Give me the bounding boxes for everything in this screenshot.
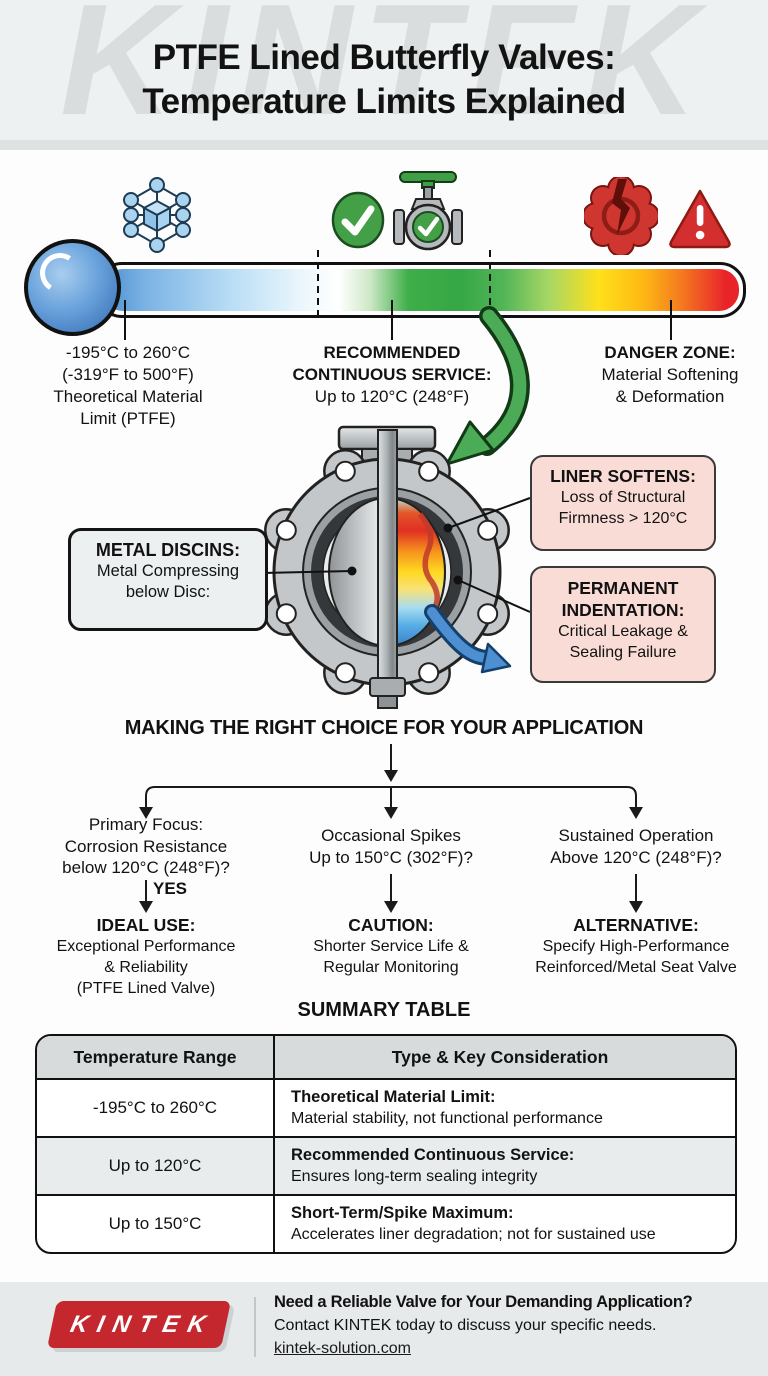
callout-metal-disc: METAL DISCINS: Metal Compressing below D… [68, 528, 268, 631]
answer-caution: CAUTION: Shorter Service Life & Regular … [313, 915, 469, 976]
zone-label-danger: DANGER ZONE: Material Softening & Deform… [601, 343, 739, 406]
valve-check-icon [392, 168, 464, 259]
thermometer-bulb [24, 239, 121, 336]
footer-divider [254, 1297, 256, 1357]
range-cell: -195°C to 260°C [37, 1080, 275, 1136]
kintek-logo: KINTEK [47, 1301, 231, 1348]
header: KINTEK [0, 0, 768, 140]
table-header-row: Temperature Range Type & Key Considerati… [37, 1036, 735, 1078]
table-row-spike: Up to 150°C Short-Term/Spike Maximum: Ac… [37, 1194, 735, 1252]
cracked-seal-icon [582, 175, 660, 260]
answer-alternative: ALTERNATIVE: Specify High-Performance Re… [535, 915, 737, 976]
col-header-type-consideration: Type & Key Consideration [391, 1046, 609, 1067]
temperature-gradient [103, 269, 739, 311]
warning-triangle-icon [667, 187, 733, 256]
blue-arrow [424, 604, 512, 674]
page-title-line2: Temperature Limits Explained [142, 82, 626, 121]
temperature-scale [96, 262, 746, 318]
header-divider [0, 140, 768, 150]
bulb-highlight [36, 249, 84, 297]
footer-contact-line: Contact KINTEK today to discuss your spe… [274, 1317, 657, 1334]
callout-connectors [261, 497, 531, 613]
table-row-recommended: Up to 120°C Recommended Continuous Servi… [37, 1136, 735, 1194]
question-spikes: Occasional Spikes Up to 150°C (302°F)? [309, 826, 473, 867]
type-cell: Short-Term/Spike Maximum: Accelerates li… [291, 1204, 656, 1243]
kintek-watermark: KINTEK [59, 0, 709, 140]
range-cell: Up to 150°C [37, 1196, 275, 1252]
type-cell: Recommended Continuous Service: Ensures … [291, 1146, 575, 1185]
yes-label: YES [153, 879, 188, 898]
kintek-logo-text: KINTEK [68, 1310, 218, 1338]
molecule-icon [115, 171, 199, 260]
zone-label-recommended: RECOMMENDED CONTINUOUS SERVICE: Up to 12… [292, 343, 492, 406]
flowchart-title: MAKING THE RIGHT CHOICE FOR YOUR APPLICA… [124, 717, 644, 739]
zone-label-theoretical: -195°C to 260°C (-319°F to 500°F) Theore… [53, 343, 203, 428]
summary-table-title: SUMMARY TABLE [297, 999, 471, 1021]
answer-ideal-use: IDEAL USE: Exceptional Performance & Rel… [56, 915, 236, 997]
footer-website-link[interactable]: kintek-solution.com [274, 1340, 411, 1357]
summary-table: Temperature Range Type & Key Considerati… [35, 1034, 737, 1254]
page-title-line1: PTFE Lined Butterfly Valves: [152, 38, 616, 77]
callout-dots [347, 523, 463, 585]
footer-text: Need a Reliable Valve for Your Demanding… [274, 1291, 744, 1360]
butterfly-valve-diagram [264, 425, 510, 709]
check-circle-icon [331, 191, 385, 254]
callout-permanent-indentation: PERMANENT INDENTATION: Critical Leakage … [530, 566, 716, 683]
page-title: PTFE Lined Butterfly Valves: Temperature… [0, 36, 768, 124]
callout-liner-softens: LINER SOFTENS: Loss of Structural Firmne… [530, 455, 716, 551]
question-corrosion: Primary Focus: Corrosion Resistance belo… [62, 815, 230, 877]
table-row-theoretical: -195°C to 260°C Theoretical Material Lim… [37, 1078, 735, 1136]
footer-heading: Need a Reliable Valve for Your Demanding… [274, 1293, 693, 1311]
type-cell: Theoretical Material Limit: Material sta… [291, 1088, 603, 1127]
question-sustained: Sustained Operation Above 120°C (248°F)? [550, 826, 722, 867]
range-cell: Up to 120°C [37, 1138, 275, 1194]
col-header-temperature-range: Temperature Range [37, 1036, 275, 1078]
